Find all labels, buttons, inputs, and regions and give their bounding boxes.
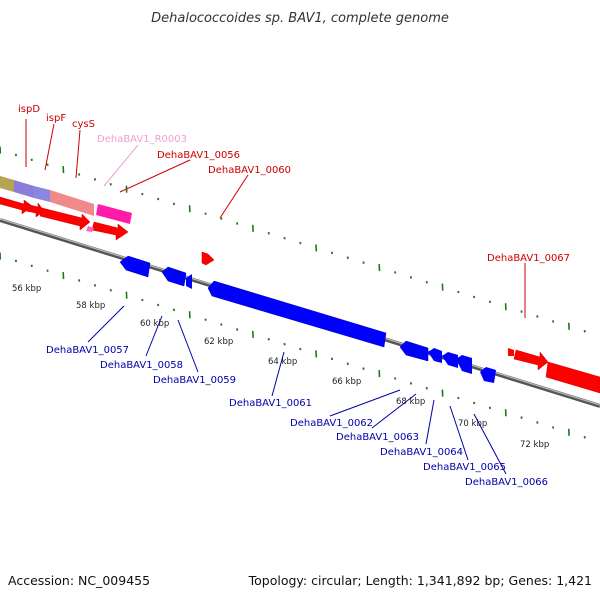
- scale-label-66: 66 kbp: [332, 377, 361, 387]
- forward-gene-labels: ispD ispF cysS DehaBAV1_R0003 DehaBAV1_0…: [18, 104, 570, 318]
- gene-dehabav1-0057: [119, 255, 151, 278]
- label-dehabav1-0067: DehaBAV1_0067: [487, 253, 570, 264]
- feature-band-ispd: [14, 180, 34, 198]
- gene-cyss: [39, 207, 91, 231]
- scale-labels: 56 kbp 58 kbp 60 kbp 62 kbp 64 kbp 66 kb…: [12, 284, 549, 450]
- label-dehabav1-0060: DehaBAV1_0060: [208, 165, 291, 176]
- feature-band-olive: [0, 176, 14, 192]
- label-ispd: ispD: [18, 104, 40, 115]
- feature-band-strip: [0, 176, 132, 224]
- label-dehabav1-0058: DehaBAV1_0058: [100, 360, 183, 371]
- scale-label-70: 70 kbp: [458, 419, 487, 429]
- gene-dehabav1-0067: [513, 349, 549, 371]
- gene-dehabav1-0058: [161, 266, 187, 287]
- accession-text: Accession: NC_009455: [8, 573, 150, 588]
- gene-dehabav1-0059: [186, 274, 192, 289]
- gene-dehabav1-0067-start: [508, 348, 514, 356]
- gene-dehabav1-0061: [207, 280, 387, 348]
- reverse-genes: [119, 255, 496, 383]
- gene-dehabav1-0066: [480, 367, 496, 383]
- label-ispf: ispF: [46, 113, 66, 124]
- label-cyss: cysS: [72, 119, 95, 130]
- map-title: Dehalococcoides sp. BAV1, complete genom…: [151, 11, 449, 26]
- forward-genes: [0, 196, 600, 394]
- tick-marks: [0, 146, 586, 439]
- label-dehabav1-0066: DehaBAV1_0066: [465, 477, 548, 488]
- gene-dehabav1-0062: [399, 340, 429, 362]
- gene-ispf: [25, 202, 45, 218]
- gene-rna-r0003: [86, 226, 94, 232]
- label-dehabav1-0063: DehaBAV1_0063: [336, 432, 419, 443]
- scale-label-56: 56 kbp: [12, 284, 41, 294]
- gene-dehabav1-0060: [201, 251, 215, 266]
- scale-label-64: 64 kbp: [268, 357, 297, 367]
- label-dehabav1-r0003: DehaBAV1_R0003: [97, 134, 187, 145]
- scale-label-68: 68 kbp: [396, 397, 425, 407]
- gene-dehabav1-0068: [545, 361, 600, 394]
- feature-band-cyss: [50, 190, 94, 216]
- feature-band-rna: [96, 204, 132, 224]
- scale-label-72: 72 kbp: [520, 440, 549, 450]
- scale-label-60: 60 kbp: [140, 319, 169, 329]
- label-dehabav1-0065: DehaBAV1_0065: [423, 462, 506, 473]
- gene-dehabav1-0064: [442, 352, 458, 368]
- scale-label-62: 62 kbp: [204, 337, 233, 347]
- gene-dehabav1-0065: [456, 355, 472, 374]
- label-dehabav1-0057: DehaBAV1_0057: [46, 345, 129, 356]
- label-dehabav1-0062: DehaBAV1_0062: [290, 418, 373, 429]
- gene-dehabav1-0063: [428, 348, 442, 363]
- feature-band-ispf: [34, 186, 50, 202]
- label-dehabav1-0061: DehaBAV1_0061: [229, 398, 312, 409]
- genome-summary-text: Topology: circular; Length: 1,341,892 bp…: [248, 573, 592, 588]
- gene-dehabav1-0056: [91, 221, 129, 241]
- scale-label-58: 58 kbp: [76, 301, 105, 311]
- label-dehabav1-0056: DehaBAV1_0056: [157, 150, 240, 161]
- label-dehabav1-0064: DehaBAV1_0064: [380, 447, 463, 458]
- reverse-gene-labels: DehaBAV1_0057 DehaBAV1_0058 DehaBAV1_005…: [46, 305, 548, 488]
- label-dehabav1-0059: DehaBAV1_0059: [153, 375, 236, 386]
